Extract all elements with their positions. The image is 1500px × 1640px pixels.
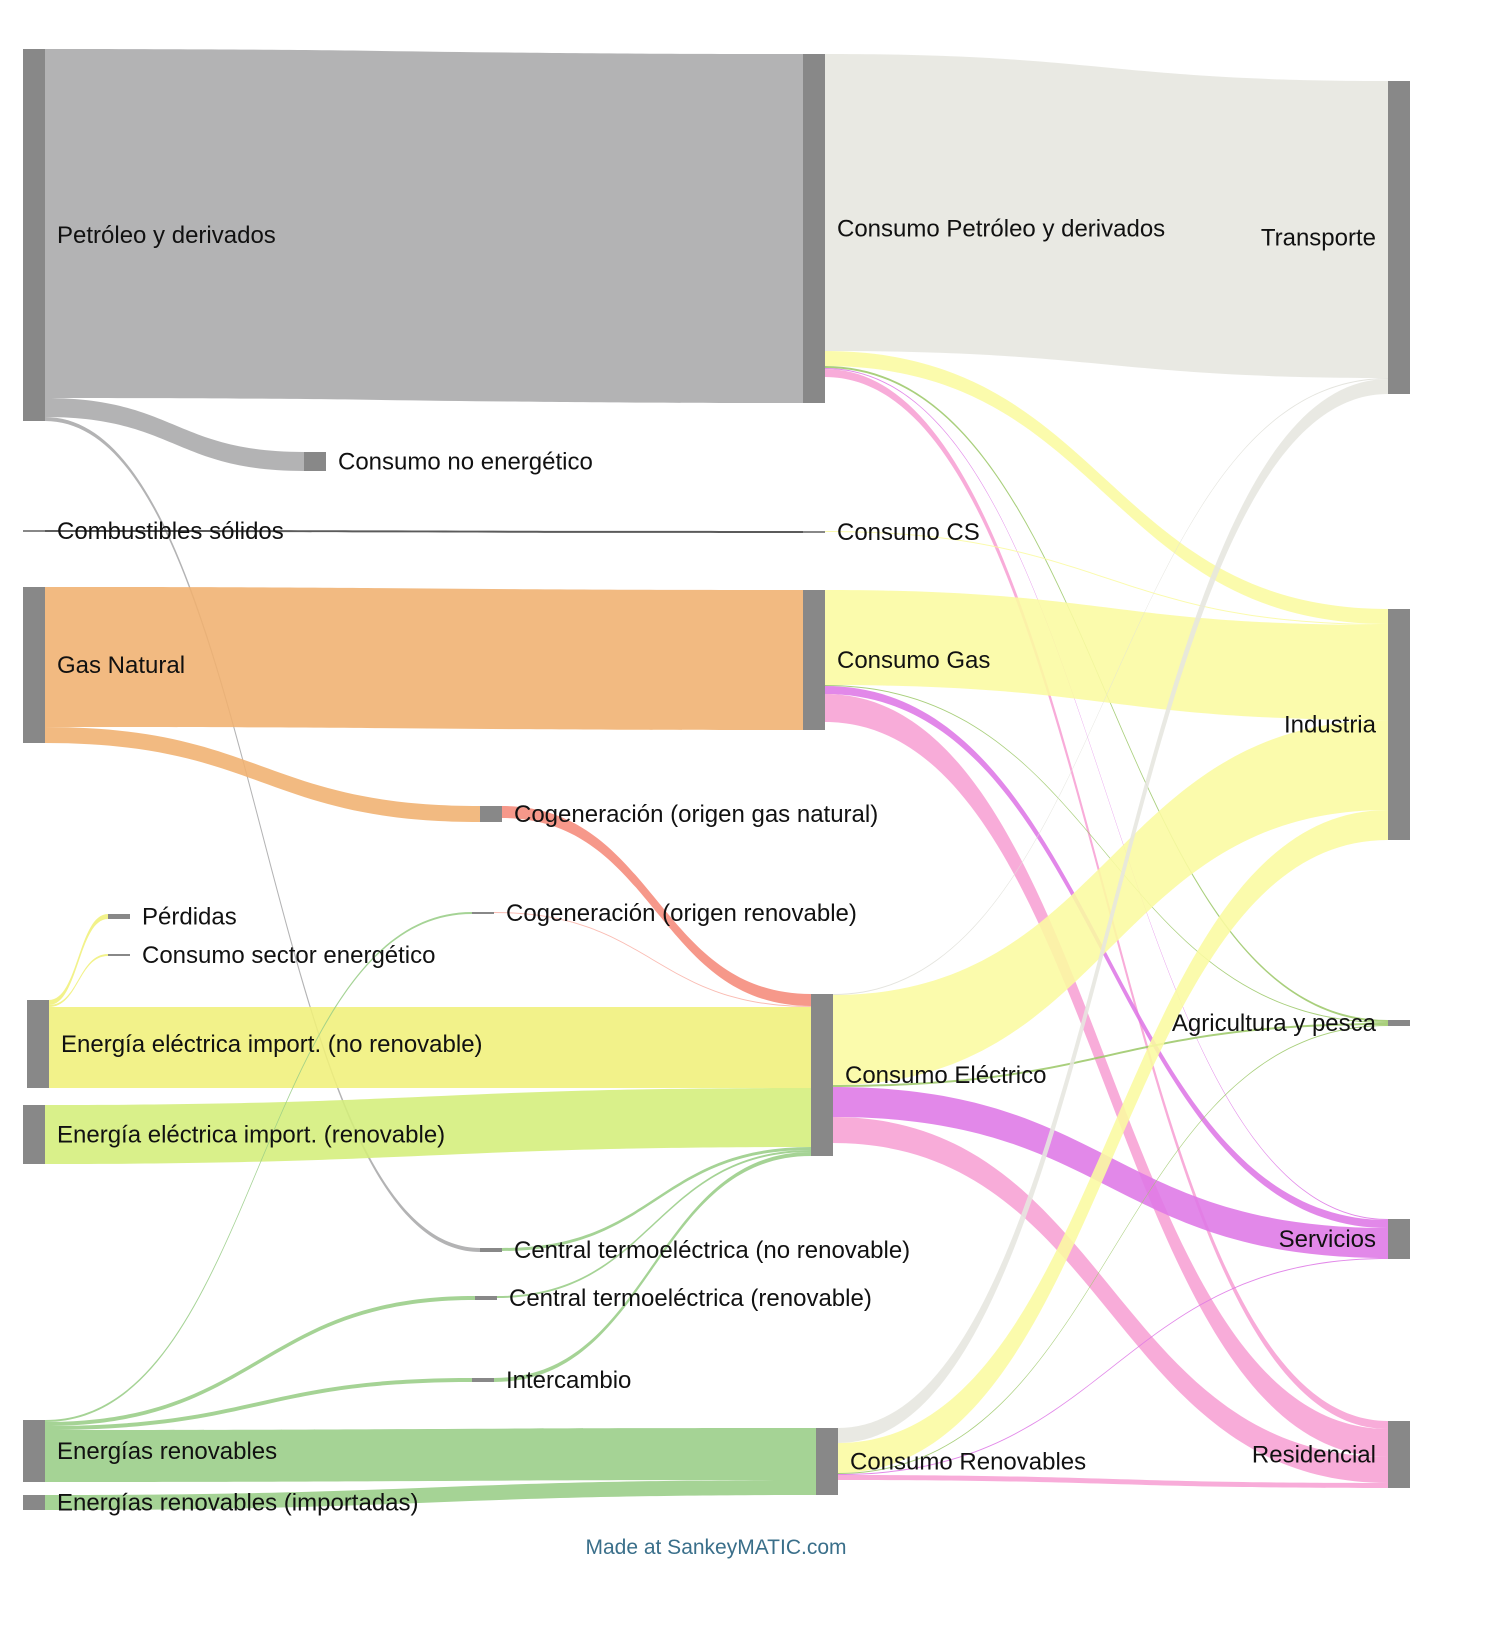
flow-link (45, 727, 480, 822)
node-bar (1388, 81, 1410, 394)
node-label: Agricultura y pesca (1172, 1010, 1377, 1037)
node-label: Energías renovables (importadas) (57, 1490, 419, 1517)
node-bar (108, 954, 130, 956)
node-label: Consumo Eléctrico (845, 1062, 1046, 1089)
node-label: Central termoeléctrica (no renovable) (514, 1237, 910, 1264)
node-label: Pérdidas (142, 904, 237, 931)
flow-link (833, 378, 1388, 995)
node-bar (23, 49, 45, 421)
node-label: Residencial (1252, 1442, 1376, 1469)
node-bar (472, 912, 494, 914)
node-label: Servicios (1279, 1226, 1376, 1253)
node-bar (23, 587, 45, 743)
node-bar (1388, 1219, 1410, 1259)
node-bar (472, 1378, 494, 1382)
flow-link (502, 1147, 811, 1251)
flow-link (45, 398, 304, 471)
flow-link (502, 806, 811, 1006)
node-label: Intercambio (506, 1367, 631, 1394)
node-bar (23, 530, 45, 532)
node-bar (1388, 609, 1410, 840)
flow-link (825, 590, 1388, 720)
node-label: Consumo no energético (338, 449, 593, 476)
flow-link (45, 1378, 472, 1430)
node-label: Consumo Gas (837, 647, 990, 674)
node-bar (27, 1000, 49, 1088)
node-bar (23, 1495, 45, 1510)
flow-link (45, 1480, 816, 1510)
node-bar (23, 1105, 45, 1164)
flow-link (45, 49, 803, 403)
node-bar (811, 994, 833, 1156)
sankeymatic-credit-link[interactable]: Made at SankeyMATIC.com (585, 1536, 847, 1559)
node-label: Consumo Petróleo y derivados (837, 216, 1165, 243)
flow-link (838, 1025, 1388, 1474)
flow-link (825, 54, 1388, 378)
flow-link (825, 686, 1388, 1228)
node-bar (803, 54, 825, 403)
node-label: Cogeneración (origen gas natural) (514, 801, 878, 828)
node-bar (304, 452, 326, 471)
flow-link (825, 694, 1388, 1457)
flow-link (838, 810, 1388, 1473)
node-label: Energía eléctrica import. (renovable) (57, 1122, 445, 1149)
flow-link (45, 1296, 475, 1426)
flow-link (825, 368, 1388, 1220)
flow-link (49, 914, 108, 1005)
node-bar (480, 806, 502, 822)
node-label: Consumo sector energético (142, 942, 435, 969)
nodes (23, 49, 1410, 1510)
flow-link (825, 531, 1388, 625)
flow-link (45, 417, 480, 1252)
node-label: Cogeneración (origen renovable) (506, 900, 857, 927)
flow-links (45, 49, 1388, 1510)
node-label: Energías renovables (57, 1438, 277, 1465)
flow-link (45, 1428, 816, 1482)
flow-link (825, 351, 1388, 624)
node-label: Combustibles sólidos (57, 518, 284, 545)
node-bar (803, 531, 825, 533)
flow-link (45, 530, 803, 533)
node-label: Gas Natural (57, 652, 185, 679)
flow-link (45, 1088, 811, 1164)
node-label: Central termoeléctrica (renovable) (509, 1285, 872, 1312)
node-bar (816, 1428, 838, 1495)
node-label: Energía eléctrica import. (no renovable) (61, 1031, 483, 1058)
flow-link (45, 912, 472, 1422)
node-label: Consumo CS (837, 519, 980, 546)
flow-link (838, 1258, 1388, 1475)
node-label: Transporte (1261, 225, 1376, 252)
node-bar (23, 1420, 45, 1482)
node-bar (803, 590, 825, 730)
flow-link (49, 1007, 811, 1088)
node-bar (480, 1248, 502, 1252)
node-bar (1388, 1020, 1410, 1026)
flow-link (833, 1023, 1388, 1087)
node-label: Industria (1284, 712, 1377, 739)
flow-link (494, 1152, 811, 1382)
flow-link (838, 1475, 1388, 1488)
flow-link (833, 1117, 1388, 1483)
node-bar (1388, 1421, 1410, 1488)
node-label: Consumo Renovables (850, 1449, 1086, 1476)
node-label: Petróleo y derivados (57, 222, 276, 249)
flow-link (45, 587, 803, 730)
flow-link (49, 954, 108, 1007)
flow-link (497, 1150, 811, 1298)
flow-link (833, 720, 1388, 1085)
node-bar (475, 1296, 497, 1300)
flow-link (494, 912, 811, 1007)
node-bar (108, 914, 130, 919)
flow-link (838, 379, 1388, 1443)
flow-link (825, 685, 1388, 1023)
flow-link (833, 1087, 1388, 1258)
